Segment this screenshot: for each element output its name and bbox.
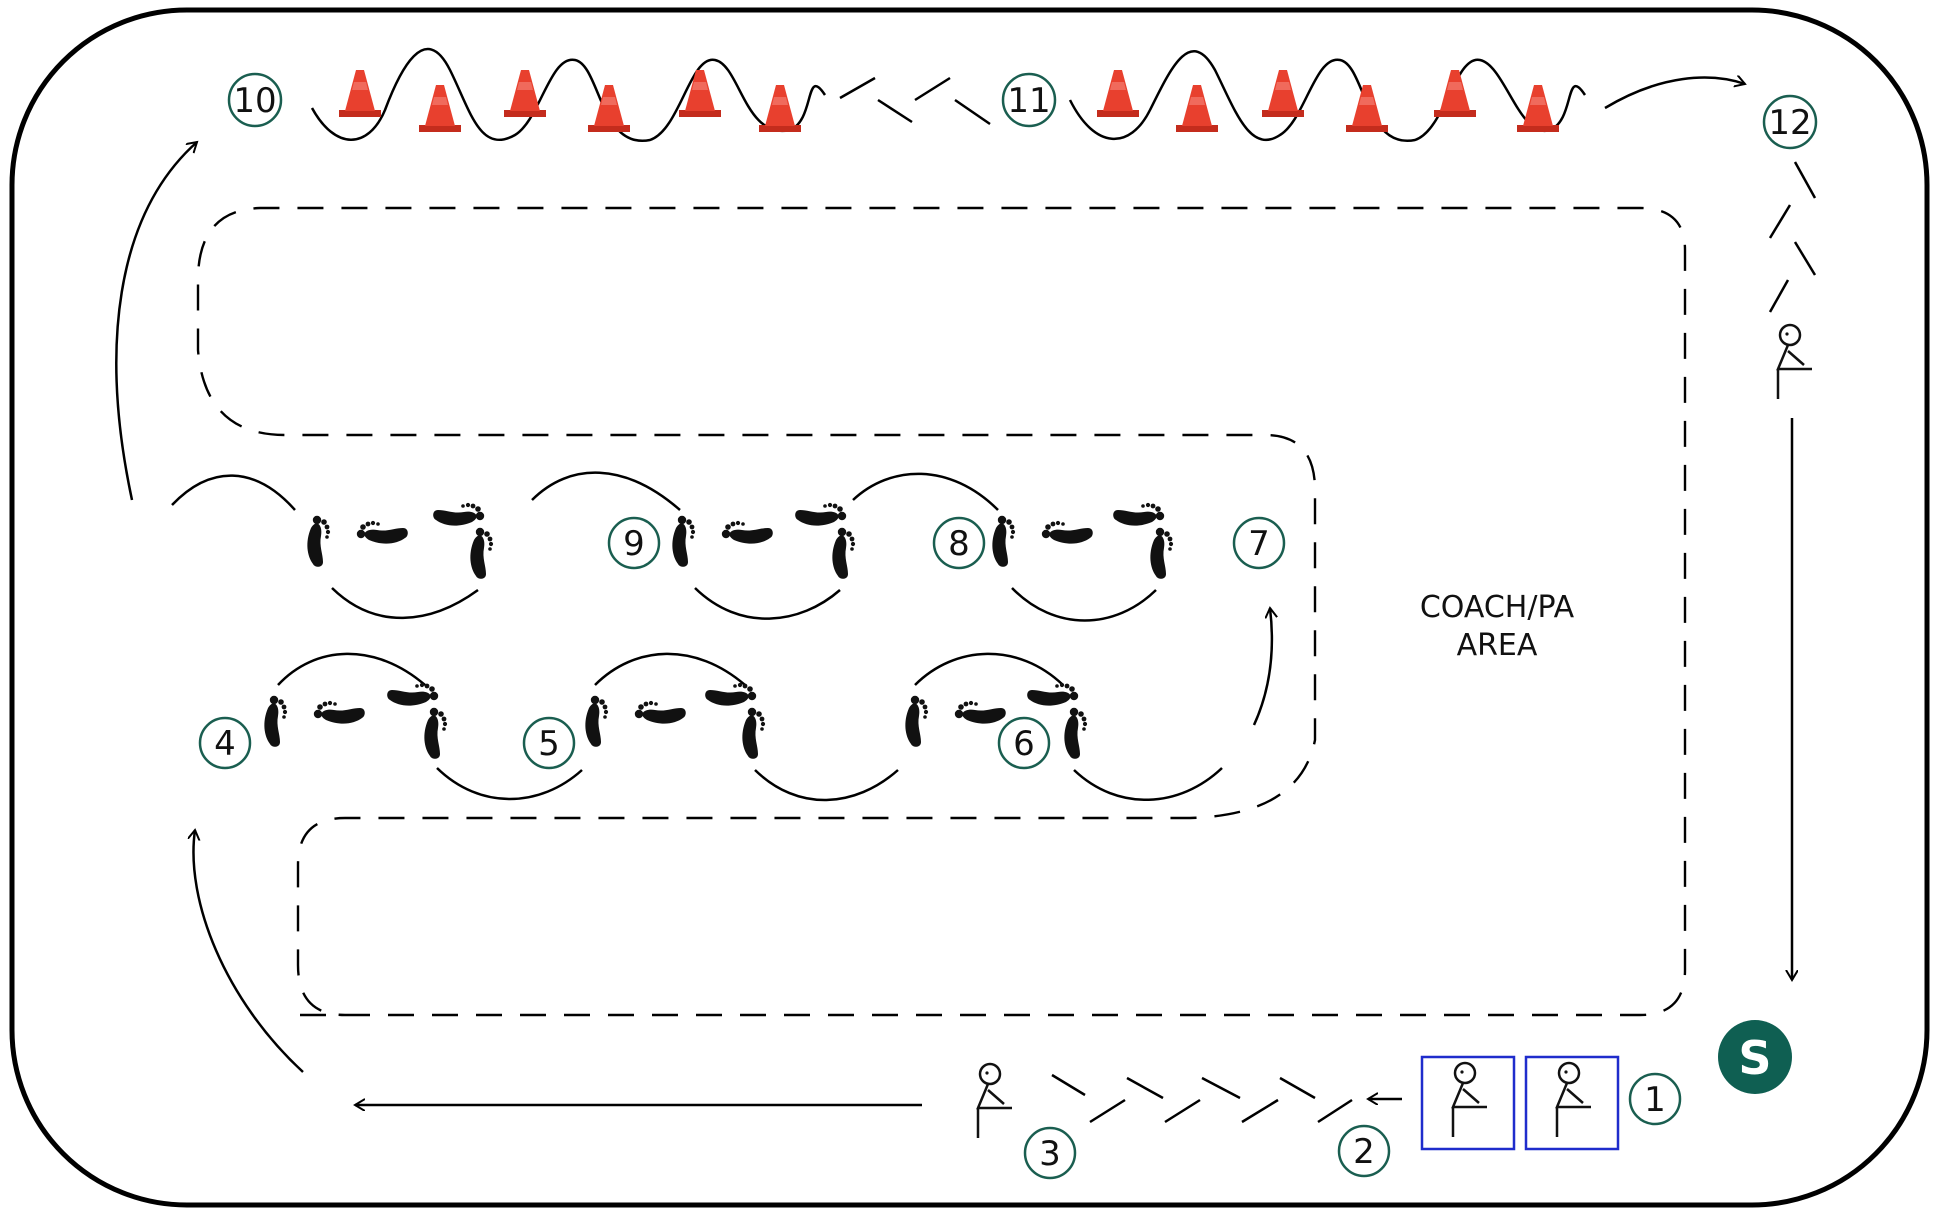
weave-upper (171, 471, 1157, 622)
footprints-icon (905, 696, 1005, 747)
station-7: 7 (1232, 516, 1286, 570)
field-boundary (9, 7, 1930, 1208)
footprints-icon (585, 696, 685, 747)
svg-text:10: 10 (233, 81, 276, 121)
traffic-cone-icon (759, 85, 801, 132)
station-2: 2 (1337, 1124, 1391, 1178)
station-3: 3 (1023, 1126, 1077, 1180)
hurdle-line-top (839, 76, 991, 126)
footprints-icon (307, 516, 407, 567)
svg-text:2: 2 (1353, 1132, 1375, 1172)
station-5: 5 (522, 716, 576, 770)
hurdle-icon (1451, 1061, 1489, 1139)
footprints-icon (795, 503, 855, 579)
svg-text:11: 11 (1007, 81, 1050, 121)
traffic-cone-icon (1097, 70, 1139, 117)
station-1: 1 (1628, 1072, 1682, 1126)
traffic-cone-icon (1262, 70, 1304, 117)
station-12: 12 (1762, 94, 1818, 150)
footprints-icon (1113, 503, 1173, 579)
footprints-icon (387, 683, 447, 759)
svg-text:6: 6 (1013, 724, 1035, 764)
footprints-icon (264, 696, 364, 747)
weave-lower (277, 652, 1223, 802)
svg-text:1: 1 (1644, 1080, 1666, 1120)
svg-text:5: 5 (538, 724, 560, 764)
footprints-icon (433, 503, 493, 579)
svg-text:9: 9 (623, 524, 645, 564)
arrow-up-to-10 (115, 142, 197, 501)
hurdle-box (1524, 1055, 1620, 1151)
traffic-cone-icon (1434, 70, 1476, 117)
station-6: 6 (997, 716, 1051, 770)
station-11: 11 (1001, 72, 1057, 128)
dashed-track (196, 206, 1687, 1017)
hurdle-line-bottom (1051, 1073, 1353, 1124)
arrow-to-12 (1604, 78, 1745, 110)
arrow-up-to-4 (193, 830, 304, 1073)
coach-area-label: COACH/PA (1420, 590, 1575, 625)
svg-text:4: 4 (214, 724, 236, 764)
svg-text:7: 7 (1248, 524, 1270, 564)
cone-slalom-left (310, 47, 827, 142)
traffic-cone-icon (339, 70, 381, 117)
footprints-icon (672, 516, 772, 567)
hurdle-line-right (1768, 161, 1817, 313)
start-label: S (1738, 1031, 1771, 1085)
traffic-cone-icon (1517, 85, 1559, 132)
hurdle-box (1420, 1055, 1516, 1151)
footprints-icon (992, 516, 1092, 567)
start-marker (1718, 1020, 1792, 1094)
station-9: 9 (607, 516, 661, 570)
arrow-up-to-7 (1252, 608, 1272, 726)
traffic-cone-icon (1176, 85, 1218, 132)
hurdle-icon (1555, 1061, 1593, 1139)
station-8: 8 (932, 516, 986, 570)
hurdle-icon (976, 1062, 1014, 1140)
traffic-cone-icon (1346, 85, 1388, 132)
coach-area-label-2: AREA (1457, 628, 1538, 663)
station-4: 4 (198, 716, 252, 770)
station-10: 10 (227, 72, 283, 128)
footprints-icon (705, 683, 765, 759)
traffic-cone-icon (588, 85, 630, 132)
svg-text:8: 8 (948, 524, 970, 564)
cone-slalom-right (1068, 50, 1587, 142)
hurdle-icon (1776, 323, 1814, 401)
traffic-cone-icon (504, 70, 546, 117)
svg-text:12: 12 (1768, 103, 1811, 143)
svg-text:3: 3 (1039, 1134, 1061, 1174)
traffic-cone-icon (419, 85, 461, 132)
